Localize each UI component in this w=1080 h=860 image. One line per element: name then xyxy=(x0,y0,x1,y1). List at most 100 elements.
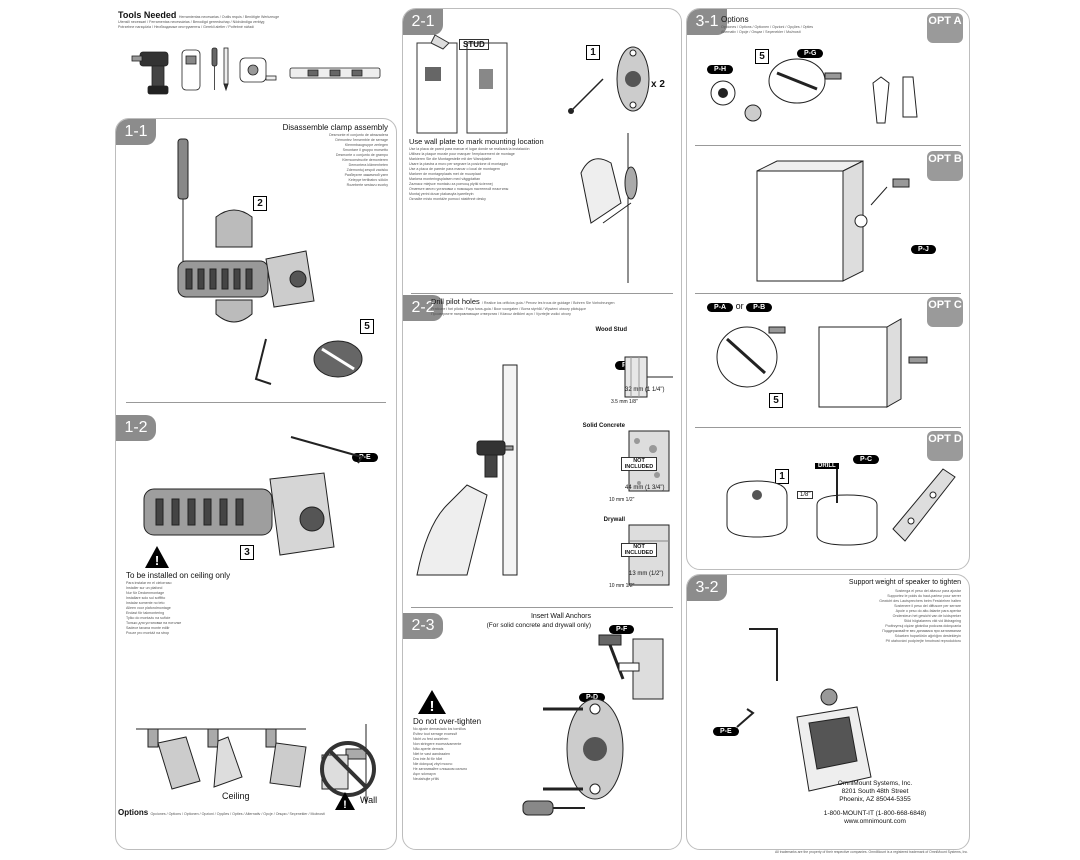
opt-c-tags: P-A or P-B xyxy=(707,301,773,312)
divider xyxy=(411,293,673,294)
warning-icon: ! xyxy=(335,792,355,811)
hammer-icon xyxy=(598,634,625,680)
options-footer-text: Opciones / Options / Optionen / Opzioni … xyxy=(150,812,325,816)
step-3-1-badge: 3-1 xyxy=(687,9,727,35)
step-2-2-subtitle: / Realice los orificios guía / Percez le… xyxy=(481,301,615,305)
step-1-1-badge: 1-1 xyxy=(116,119,156,145)
step-3-1-title: Options xyxy=(721,15,749,24)
opt-a-badge: OPT A xyxy=(927,13,963,43)
stud-finder-illustration xyxy=(416,34,508,134)
stud-finder-icon xyxy=(181,49,201,91)
anchor-hammer-illustration xyxy=(598,634,664,700)
opt-c-badge: OPT C xyxy=(927,297,963,327)
panel-step-3-2: 3-2 Support weight of speaker to tighten… xyxy=(686,574,970,850)
step-1-2-badge: 1-2 xyxy=(116,415,156,441)
wall-plate-illustration xyxy=(568,46,650,114)
company-phone: 1-800-MOUNT-IT (1-800-668-6848) xyxy=(823,810,927,817)
opt-b-badge: OPT B xyxy=(927,151,963,181)
options-footer-title: Options xyxy=(118,808,149,817)
company-info: OmniMount Systems, Inc. 8201 South 48th … xyxy=(800,780,950,826)
wood-stud-bit: 3.5 mm 1/8" xyxy=(611,399,638,405)
ceiling-label: Ceiling xyxy=(222,791,250,801)
opt-b-illustration xyxy=(756,160,910,282)
screwdriver-icon xyxy=(522,800,585,816)
screwdriver-icon xyxy=(177,138,189,279)
tag-p-c: P-C xyxy=(853,455,880,464)
ceiling-only-title: To be installed on ceiling only xyxy=(126,571,231,580)
company-street: 8201 South 48th Street xyxy=(841,788,909,795)
step-2-1-lines: Use la placa de pared para marcar el lug… xyxy=(409,147,530,201)
step-2-2-lines: Praticare i fori pilota / Faça furos-gui… xyxy=(431,307,586,316)
callout-1-opt-d: 1 xyxy=(775,469,789,484)
step-3-2-title: Support weight of speaker to tighten xyxy=(848,579,961,586)
svg-text:!: ! xyxy=(343,799,347,811)
divider xyxy=(695,427,961,428)
level-icon xyxy=(289,67,381,79)
tag-p-g: P-G xyxy=(797,49,824,58)
knob-icon xyxy=(313,340,363,378)
panel-step-1: 1-1 Disassemble clamp assembly Desmonte … xyxy=(115,118,397,850)
wood-stud-depth: 32 mm (1 1/4") xyxy=(625,387,665,393)
tools-lines: Utensili necessari / Ferramentas necessá… xyxy=(118,20,265,29)
over-tighten-title: Do not over-tighten xyxy=(413,717,482,726)
tag-p-h: P-H xyxy=(707,65,734,74)
svg-text:!: ! xyxy=(155,553,159,568)
pencil-icon xyxy=(223,47,229,92)
tag-p-f: P-F xyxy=(609,625,635,634)
concrete-bit: 10 mm 1/2" xyxy=(609,497,635,503)
tape-measure-icon xyxy=(239,57,277,83)
panel-step-3-1: 3-1 Options Opciones / Options / Optione… xyxy=(686,8,970,570)
drywall-depth: 13 mm (1/2") xyxy=(629,571,664,577)
tools-subtitle: Herramientas necesarias / Outils requis … xyxy=(178,15,280,19)
prohibited-icon xyxy=(320,741,376,797)
tag-p-j: P-J xyxy=(911,245,936,254)
callout-5-opt-c: 5 xyxy=(769,393,783,408)
options-footer: Options Opciones / Options / Optionen / … xyxy=(118,808,398,817)
callout-5-opt-a: 5 xyxy=(755,49,769,64)
divider xyxy=(411,607,673,608)
tools-section: Tools Needed Herramientas necesarias / O… xyxy=(118,10,398,110)
tag-p-e: P-E xyxy=(352,453,378,462)
clamp-assembly-illustration xyxy=(143,436,364,556)
drywall-bit: 10 mm 1/2" xyxy=(609,583,635,589)
divider xyxy=(695,145,961,146)
wood-stud-illustration xyxy=(624,356,673,398)
divider xyxy=(695,293,961,294)
screw-count: x 2 xyxy=(651,79,665,90)
step-2-3-title: Insert Wall Anchors xyxy=(530,613,591,620)
clamp-body xyxy=(177,209,315,323)
solid-concrete-title: Solid Concrete xyxy=(582,423,625,429)
step-2-2-heading: Drill pilot holes / Realice los orificio… xyxy=(431,297,615,306)
drywall-not-included: NOT INCLUDED xyxy=(621,543,657,557)
trademark-footer: All trademarks are the property of their… xyxy=(775,850,968,854)
tighten-illustration xyxy=(736,628,872,792)
drill-label: DRILL xyxy=(815,463,839,469)
callout-1: 1 xyxy=(586,45,600,60)
callout-5: 5 xyxy=(360,319,374,334)
marking-illustration xyxy=(580,133,638,283)
svg-text:!: ! xyxy=(430,698,435,715)
company-web[interactable]: www.omnimount.com xyxy=(844,818,906,825)
drill-icon xyxy=(131,51,169,95)
screwdriver-icon xyxy=(211,47,218,90)
hex-key-icon xyxy=(736,708,755,728)
divider xyxy=(126,402,386,403)
concrete-depth: 44 mm (1 3/4") xyxy=(625,485,665,491)
callout-2: 2 xyxy=(253,196,267,211)
step-3-2-lines: Sostenga el peso del altavoz para ajusta… xyxy=(879,589,961,643)
wall-label: Wall xyxy=(360,795,378,805)
warning-icon: ! xyxy=(418,690,446,715)
wall-plate-screw-illustration xyxy=(522,698,624,816)
or-label: or xyxy=(735,301,744,311)
warning-icon: ! xyxy=(145,546,169,568)
step-3-1-lines: Opciones / Options / Optionen / Opzioni … xyxy=(721,25,814,34)
drywall-title: Drywall xyxy=(603,517,625,523)
wood-stud-title: Wood Stud xyxy=(595,327,627,333)
company-city: Phoenix, AZ 85044-5355 xyxy=(839,796,911,803)
step-2-3-badge: 2-3 xyxy=(403,613,443,639)
tag-p-d: P-D xyxy=(579,693,606,702)
drill-icon xyxy=(476,440,514,478)
